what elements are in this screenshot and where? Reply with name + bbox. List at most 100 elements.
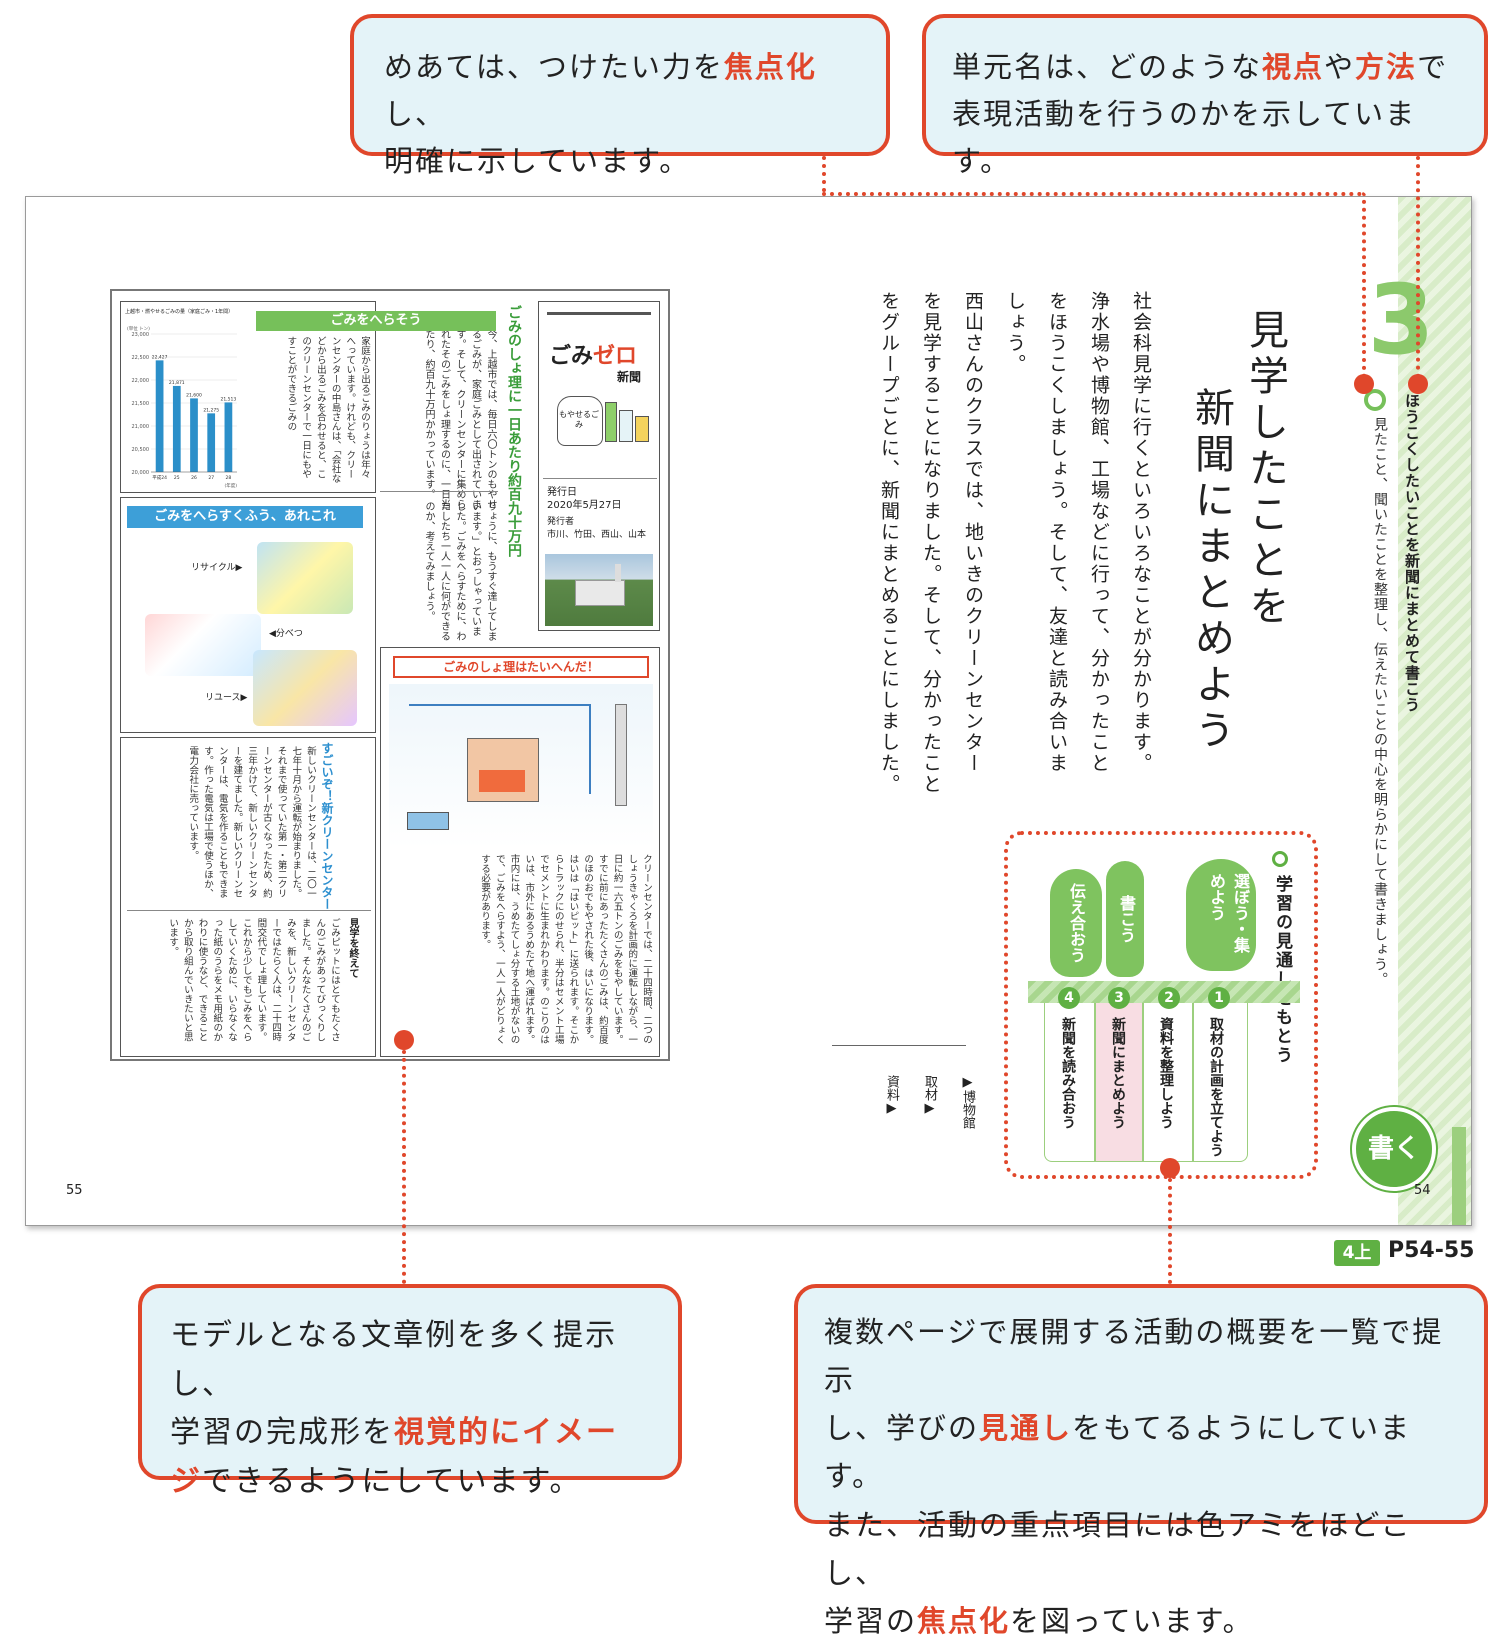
step-divider (1094, 1003, 1096, 1161)
page-number-right: 54 (1414, 1183, 1431, 1198)
callout-highlight: 方法 (1355, 50, 1418, 84)
chart-bar (190, 398, 198, 472)
step-4-label: 新聞を読み合おう (1060, 1017, 1076, 1129)
unit-number: 3 (1367, 264, 1435, 376)
body-line: を見学することになりました。そして、分かったこと (920, 291, 942, 795)
intro-paragraph: 社会科見学に行くといろいろなことが分かります。 浄水場や博物館、工場などに行って… (868, 291, 1162, 811)
banner-ideas: ごみをへらすくふう、あれこれ (127, 506, 363, 528)
marker-dot (1408, 374, 1428, 394)
chart-x-tick: 26 (191, 475, 197, 481)
reuse-drawing (253, 650, 357, 726)
callout-text: できるようにしています。 (202, 1463, 582, 1499)
building-shape (575, 580, 625, 606)
callout-text: や (1324, 50, 1356, 84)
chart-data-label: 21,513 (221, 396, 237, 402)
unit-title-line1: 見学したことを (1242, 309, 1288, 631)
chart-x-label: (年度) (224, 482, 237, 489)
article-process: クリーンセンターでは、二十四時間、二つのしょうきゃくろを計画的に運転しながら、一… (479, 854, 652, 1044)
recycle-drawing (257, 542, 353, 614)
article-main: 今、上越市では、毎日六〇トンのもやせるごみが、家庭ごみとして出されています。そし… (423, 329, 496, 509)
callout-highlight: 焦点化 (723, 50, 817, 84)
outlook-icon (1272, 851, 1288, 867)
callout-highlight: 視点 (1262, 50, 1325, 84)
tree-label-write: 書こう (1117, 895, 1136, 943)
masthead: ごみゼロ 新聞 もやせるごみ 発行日 2020年5月27日 発行者 市川、竹田、… (538, 301, 660, 631)
tree-share (1050, 869, 1102, 977)
outlook-title: 学習の見通しをもとう (1272, 875, 1292, 1065)
new-center-title: すごいぞ！新クリーンセンター (320, 742, 334, 910)
banner-process-label: ごみのしょ理はたいへんだ！ (443, 660, 599, 674)
masthead-title-a: ごみ (549, 344, 594, 369)
step-column-3-highlight (1094, 1003, 1142, 1161)
glossary: ▶博物館 取材▶ 資料▶ (872, 1075, 986, 1129)
idea-label-sort: ◀分べつ (269, 629, 303, 639)
banner-reduce-label: ごみをへらそう (330, 313, 422, 328)
connector-aim (1362, 192, 1366, 378)
new-center-box: すごいぞ！新クリーンセンター 新しいクリーンセンターは、二〇一七年十月から運転が… (120, 737, 376, 1057)
tree-choose (1186, 859, 1256, 971)
can-illustration (635, 416, 649, 442)
bottle-illustration (605, 402, 617, 442)
chart-y-tick: 21,500 (132, 401, 150, 407)
masthead-rule (543, 478, 657, 479)
callout-text: 表現活動を行うのかを示しています。 (952, 96, 1417, 178)
step-2-label: 資料を整理しよう (1158, 1017, 1174, 1129)
marker-dot (1160, 1158, 1180, 1178)
tree-write (1106, 861, 1144, 977)
grade-badge: 4上 (1334, 1240, 1380, 1266)
issue-date: 発行日 2020年5月27日 (547, 487, 622, 511)
connector-aim (822, 156, 826, 192)
step-4-number: 4 (1058, 987, 1080, 1009)
process-diagram (389, 684, 653, 848)
process-box: ごみのしょ理はたいへんだ！ クリーンセンターでは、二十四時間、二つのしょうきゃく… (380, 647, 660, 1057)
idea-label-reuse: リユース▶ (205, 693, 248, 703)
bottle-illustration (619, 410, 633, 442)
chart-caption: 上越市・燃やせるごみの量（家庭ごみ・1年間） (125, 309, 234, 315)
callout-text: モデルとなる文章例を多く提示し、 (170, 1318, 618, 1402)
body-line: 社会科見学に行くといろいろなことが分かります。 (1130, 291, 1152, 774)
body-line: をほうこくしましょう。そして、友達と読み合いま (1046, 291, 1068, 774)
fire-shape (479, 770, 525, 792)
callout-focus-aim: めあては、つけたい力を焦点化し、 明確に示しています。 (350, 14, 890, 178)
body-line: 浄水場や博物館、工場などに行って、分かったこと (1088, 291, 1110, 774)
callout-highlight: 焦点化 (917, 1603, 1011, 1638)
chart-x-tick: 25 (174, 475, 180, 481)
pipe-shape (589, 704, 591, 794)
textbook-spread: 3 ほうこくしたいことを新聞にまとめて書こう 見たこと、聞いたことを整理し、伝え… (25, 196, 1472, 1226)
waste-bar-chart: 20,00020,50021,00021,50022,00022,50023,0… (127, 325, 237, 489)
garbage-bag-label: もやせるごみ (559, 410, 599, 429)
callout-text: 単元名は、どのような (952, 50, 1263, 84)
publishers: 発行者 市川、竹田、西山、山本 (547, 517, 647, 540)
chart-bar (207, 413, 216, 472)
callout-text: をもてるようにしています。 (824, 1411, 1412, 1494)
banner-reduce-visible: ごみをへらそう (256, 311, 496, 331)
unit-aim-sub: 見たこと、聞いたことを整理し、伝えたいことの中心を明らかにして書きましょう。 (1372, 417, 1388, 987)
chart-y-tick: 20,000 (132, 470, 150, 476)
main-headline: ごみのしょ理に一日あたり約百九十万円 (506, 305, 522, 557)
chimney-shape (615, 564, 621, 582)
masthead-sub: 新聞 (617, 370, 642, 384)
chart-x-tick: 28 (226, 475, 232, 481)
step-2-number: 2 (1158, 987, 1180, 1009)
step-divider (1192, 1003, 1194, 1161)
callout-unit-name: 単元名は、どのような視点や方法で 表現活動を行うのかを示しています。 (922, 14, 1488, 178)
banner-ideas-label: ごみをへらすくふう、あれこれ (154, 509, 336, 524)
connector-unit-name (1416, 156, 1420, 378)
callout-text: めあては、つけたい力を (384, 50, 724, 84)
page-number-left: 55 (66, 1183, 83, 1198)
chart-box: ごみをへらそう 20,00020,50021,00021,50022,00022… (120, 301, 376, 493)
article-reduce: 家庭から出るごみのりょうは年々へっています。けれども、クリーンセンターの中島さん… (285, 336, 370, 484)
step-divider (1142, 1003, 1144, 1161)
step-3-number: 3 (1108, 987, 1130, 1009)
callout-text: を図っています。 (1010, 1603, 1254, 1638)
model-newspaper: ごみゼロ 新聞 もやせるごみ 発行日 2020年5月27日 発行者 市川、竹田、… (110, 289, 670, 1061)
callout-model-text: モデルとなる文章例を多く提示し、 学習の完成形を視覚的にイメー ジできるようにし… (138, 1284, 682, 1499)
masthead-title: ごみゼロ (549, 338, 637, 370)
chart-data-label: 22,427 (152, 354, 168, 360)
article-divider (380, 491, 498, 492)
callout-highlight: 視覚的にイメー (394, 1415, 618, 1451)
banner-process: ごみのしょ理はたいへんだ！ (393, 656, 649, 678)
masthead-title-b: ゼロ (593, 344, 638, 369)
chart-bar (155, 360, 164, 472)
callout-text: 学習の (824, 1603, 918, 1638)
